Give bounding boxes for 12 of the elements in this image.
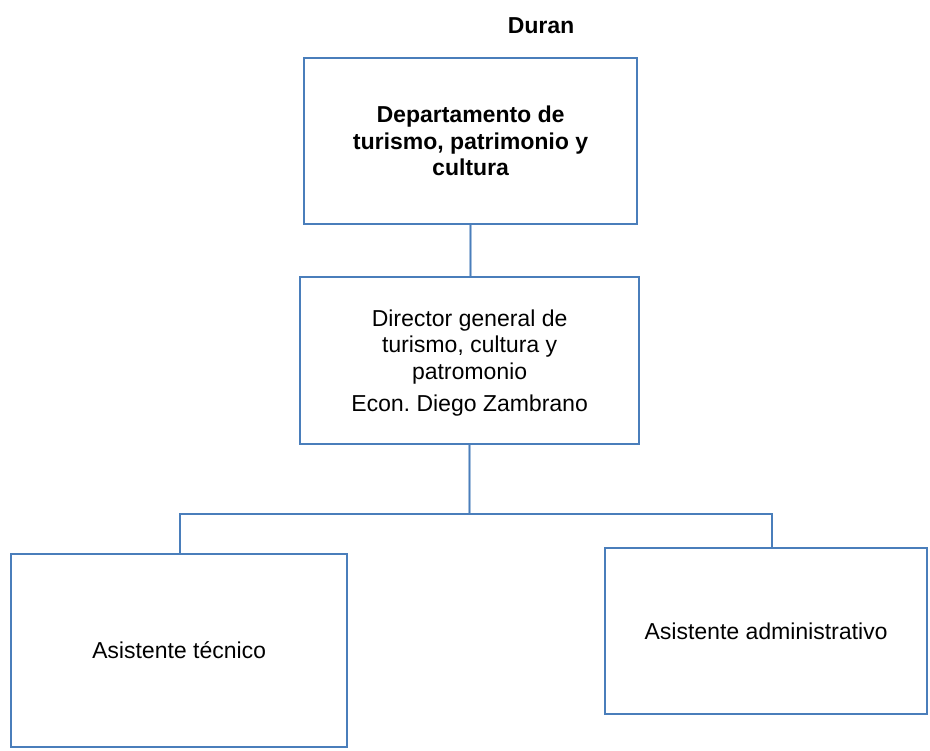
box-title: Director general de turismo, cultura y patromonio <box>370 304 568 384</box>
org-box <box>10 553 348 748</box>
org-box <box>303 57 638 225</box>
connector-line <box>468 445 773 547</box>
chart-title: Duran <box>506 12 576 39</box>
org-box <box>604 547 928 715</box>
box-title: Asistente técnico <box>92 637 266 664</box>
person-name: Econ. Diego Zambrano <box>351 390 588 416</box>
org-box <box>299 276 640 445</box>
connector-line <box>470 225 472 276</box>
box-title: Asistente administrativo <box>644 618 888 644</box>
box-title: Departamento de turismo, patrimonio y cultura <box>352 101 590 181</box>
